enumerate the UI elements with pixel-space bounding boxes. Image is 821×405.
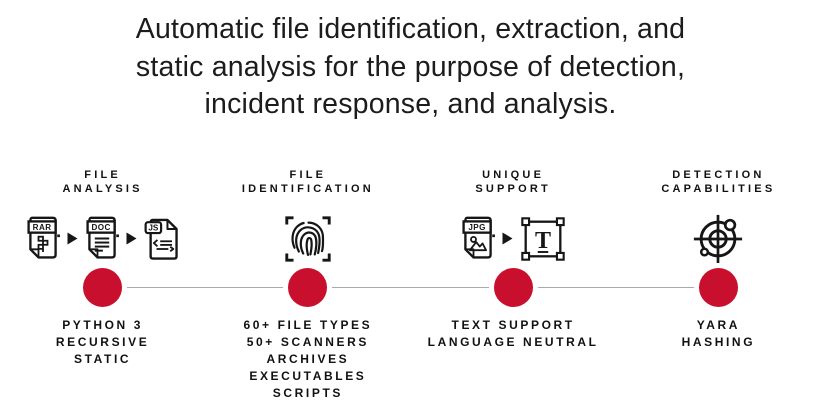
timeline-line (99, 286, 722, 288)
feature-label: TEXT SUPPORT (451, 317, 575, 332)
timeline-columns: FILE ANALYSIS RAR (0, 168, 821, 402)
svg-text:RAR: RAR (32, 223, 51, 232)
feature-label: HASHING (681, 334, 756, 349)
feature-label: EXECUTABLES (249, 368, 367, 383)
column-file-identification: FILE IDENTIFICATION (205, 168, 410, 402)
svg-text:JPG: JPG (468, 223, 486, 232)
feature-labels: YARA HASHING (682, 317, 756, 351)
timeline-node (83, 268, 123, 307)
rar-file-icon: RAR (27, 216, 60, 259)
feature-label: LANGUAGE NEUTRAL (427, 334, 599, 349)
feature-label: RECURSIVE (55, 334, 150, 349)
column-file-analysis: FILE ANALYSIS RAR (0, 168, 205, 402)
feature-label: SCRIPTS (272, 385, 343, 400)
doc-file-icon: DOC (86, 216, 119, 259)
feature-labels: PYTHON 3 RECURSIVE STATIC (56, 317, 149, 368)
timeline-node (493, 268, 533, 307)
arrow-right-icon (67, 232, 78, 245)
svg-text:DOC: DOC (91, 223, 110, 232)
timeline-node (698, 268, 738, 307)
jpg-file-icon: JPG (462, 216, 495, 259)
feature-label: 50+ SCANNERS (246, 334, 369, 349)
column-unique-support: UNIQUE SUPPORT JPG (411, 168, 616, 402)
js-file-icon: JS (144, 218, 178, 260)
target-detection-icon (694, 214, 743, 263)
fingerprint-scan-icon (285, 215, 331, 262)
column-header: FILE ANALYSIS (62, 168, 143, 196)
feature-label: PYTHON 3 (62, 317, 144, 332)
page-title-line: Automatic file identification, extractio… (135, 13, 686, 45)
column-header: UNIQUE SUPPORT (475, 168, 551, 196)
column-detection-capabilities: DETECTION CAPABILITIES YARA HASHING (616, 168, 821, 402)
feature-labels: TEXT SUPPORT LANGUAGE NEUTRAL (428, 317, 599, 351)
feature-label: ARCHIVES (266, 351, 350, 366)
arrow-right-icon (502, 232, 513, 245)
svg-text:JS: JS (148, 223, 159, 232)
text-selection-icon: T (520, 216, 565, 261)
feature-label: 60+ FILE TYPES (243, 317, 373, 332)
arrow-right-icon (126, 232, 137, 245)
page-title: Automatic file identification, extractio… (0, 0, 821, 124)
feature-labels: 60+ FILE TYPES 50+ SCANNERS ARCHIVES EXE… (243, 317, 372, 402)
feature-label: YARA (696, 317, 741, 332)
feature-label: STATIC (74, 351, 132, 366)
svg-text:T: T (535, 228, 551, 254)
page-title-line: static analysis for the purpose of detec… (135, 50, 686, 83)
page-title-line: incident response, and analysis. (204, 88, 617, 120)
timeline-node (288, 268, 328, 307)
column-header: DETECTION CAPABILITIES (661, 168, 776, 196)
feature-timeline-diagram: FILE ANALYSIS RAR (0, 168, 821, 402)
column-header: FILE IDENTIFICATION (241, 168, 374, 196)
